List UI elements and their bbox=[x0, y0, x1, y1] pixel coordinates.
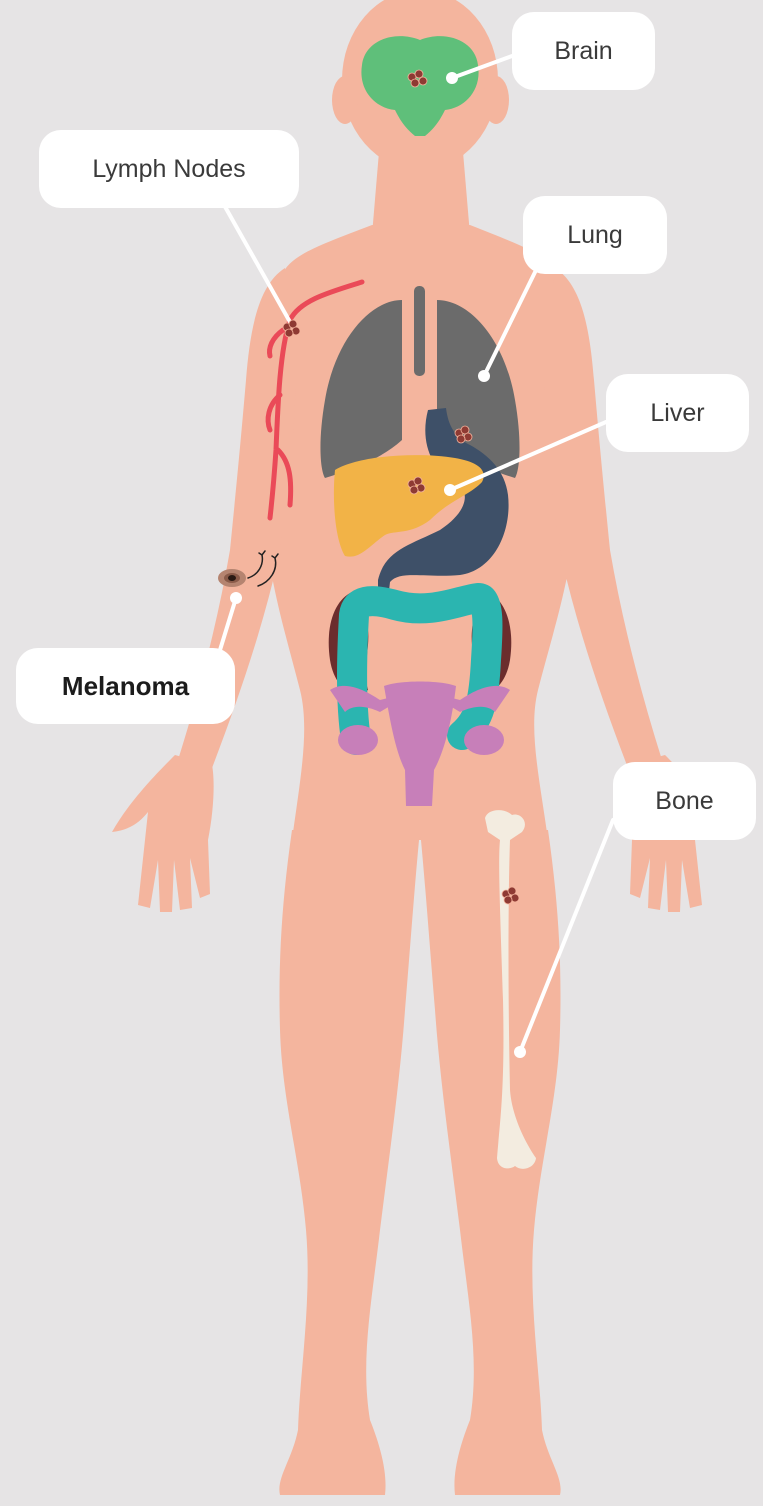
left-leg bbox=[279, 830, 420, 1495]
melanoma-lesion bbox=[218, 569, 246, 587]
callout-bone: Bone bbox=[613, 762, 756, 840]
right-arm bbox=[544, 268, 662, 768]
callout-lung: Lung bbox=[523, 196, 667, 274]
callout-liver: Liver bbox=[606, 374, 749, 452]
left-hand bbox=[112, 755, 214, 912]
neck bbox=[372, 140, 470, 235]
callout-brain: Brain bbox=[512, 12, 655, 90]
callout-melanoma: Melanoma bbox=[16, 648, 235, 724]
callout-lymph-nodes: Lymph Nodes bbox=[39, 130, 299, 208]
right-leg bbox=[420, 830, 561, 1495]
